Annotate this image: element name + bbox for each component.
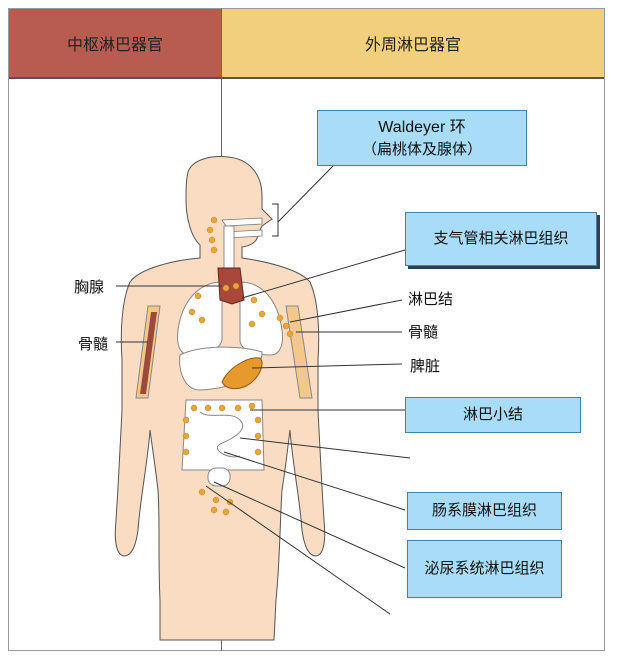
lymph-node xyxy=(182,432,190,440)
waldeyer-bracket xyxy=(272,203,279,237)
lymph-node xyxy=(248,402,256,410)
thymus-organ xyxy=(217,267,245,305)
lymph-nodules-box: 淋巴小结 xyxy=(405,397,581,433)
lymph-node xyxy=(250,296,258,304)
spleen-leader xyxy=(251,363,403,369)
lymph-node xyxy=(204,404,212,412)
lymph-node xyxy=(188,308,196,316)
balt-leader xyxy=(241,249,406,299)
trachea xyxy=(223,225,235,272)
bladder xyxy=(207,467,231,487)
lymph-node xyxy=(258,310,266,318)
central-lymphoid-header: 中枢淋巴器官 xyxy=(9,9,221,79)
mesenteric-lymphoid-label: 肠系膜淋巴组织 xyxy=(431,501,537,520)
waldeyer-leader xyxy=(277,165,334,223)
lymph-node xyxy=(254,448,262,456)
lymph-node-leader xyxy=(289,299,403,323)
spleen-organ xyxy=(221,357,263,390)
peripheral-lymphoid-header: 外周淋巴器官 xyxy=(222,9,604,79)
lymph-node xyxy=(222,284,230,292)
urinary-lymphoid-label: 泌尿系统淋巴组织 xyxy=(424,559,545,578)
pelvic-leader xyxy=(205,485,391,615)
lymph-node xyxy=(194,292,202,300)
balt-box: 支气管相关淋巴组织 xyxy=(405,212,597,266)
lymph-nodes xyxy=(182,216,294,516)
lymph-node xyxy=(198,316,206,324)
leader-lines xyxy=(116,165,411,615)
spleen-label: 脾脏 xyxy=(410,357,441,375)
lymph-node xyxy=(210,246,218,254)
large-intestine xyxy=(181,399,265,471)
lymph-node xyxy=(206,226,214,234)
lymph-node xyxy=(198,488,206,496)
lymph-node xyxy=(218,404,226,412)
lymph-node xyxy=(222,508,230,516)
lymph-nodules-label: 淋巴小结 xyxy=(462,405,523,424)
bone-marrow-left-label: 骨髓 xyxy=(78,335,109,353)
bone-marrow-right-label: 骨髓 xyxy=(408,323,439,341)
lymph-node xyxy=(254,416,262,424)
waldeyer-ring-box: Waldeyer 环 （扁桃体及腺体） xyxy=(317,110,527,166)
lymph-node-label: 淋巴结 xyxy=(408,290,454,308)
lymph-node xyxy=(210,216,218,224)
lymph-node xyxy=(248,320,256,328)
lymph-node xyxy=(190,404,198,412)
lymph-node xyxy=(210,506,218,514)
peripheral-lymphoid-title: 外周淋巴器官 xyxy=(364,35,461,54)
left-arm-marrow xyxy=(140,312,157,394)
lymph-node xyxy=(208,236,216,244)
lymph-node xyxy=(282,322,290,330)
lymph-node xyxy=(232,282,240,290)
small-intestine xyxy=(199,411,243,458)
waldeyer-ring-title: Waldeyer 环 xyxy=(378,118,466,136)
galt-leader xyxy=(223,451,406,511)
nasal-airway xyxy=(221,217,263,227)
lymph-node xyxy=(182,416,190,424)
thymus-label: 胸腺 xyxy=(74,278,105,296)
central-lymphoid-title: 中枢淋巴器官 xyxy=(66,35,163,54)
body-silhouette xyxy=(114,156,326,641)
lymph-node xyxy=(234,404,242,412)
urogenital-leader xyxy=(213,481,406,569)
lymph-node xyxy=(286,330,294,338)
lymph-node xyxy=(276,314,284,322)
mesenteric-lymphoid-box: 肠系膜淋巴组织 xyxy=(407,492,562,530)
intestine-leader xyxy=(239,437,411,459)
waldeyer-ring-subtitle: （扁桃体及腺体） xyxy=(361,139,482,158)
lymph-node xyxy=(182,448,190,456)
lymph-node xyxy=(254,432,262,440)
balt-label: 支气管相关淋巴组织 xyxy=(433,229,569,248)
urinary-lymphoid-box: 泌尿系统淋巴组织 xyxy=(407,540,562,598)
lymph-node xyxy=(212,496,220,504)
